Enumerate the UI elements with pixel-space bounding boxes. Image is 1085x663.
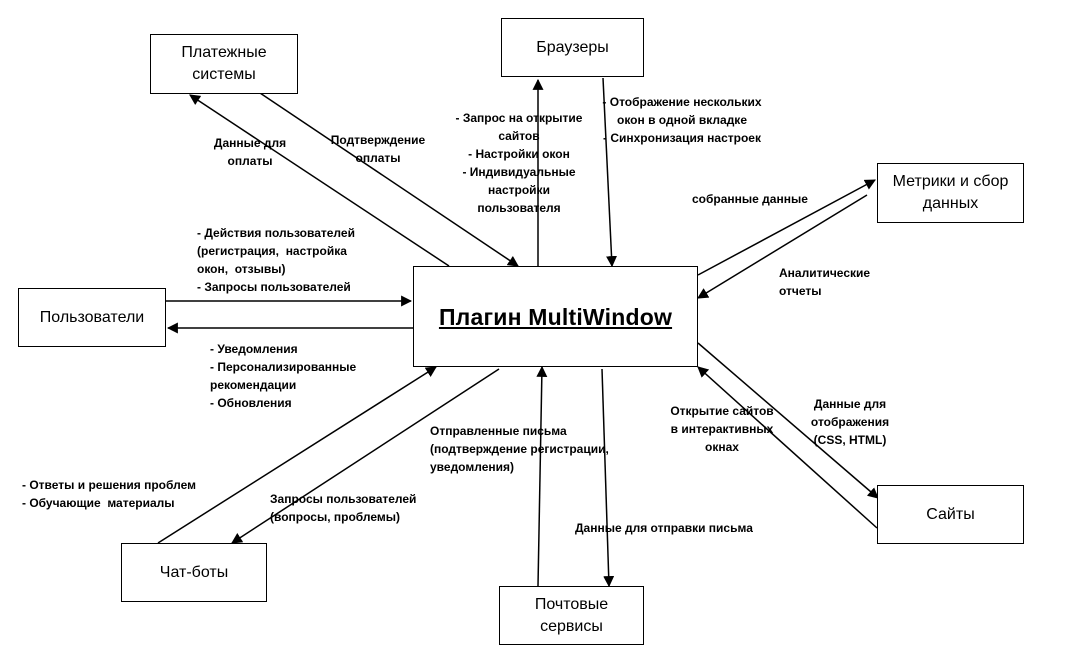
flow-label-browser-request: - Запрос на открытие сайтов - Настройки … <box>455 111 583 215</box>
entity-mail-services-label: Почтовые сервисы <box>534 595 609 635</box>
flow-label-chat-answers: - Ответы и решения проблем - Обучающие м… <box>22 478 196 510</box>
arrow-payment-data <box>189 94 450 267</box>
entity-users-label: Пользователи <box>39 308 145 326</box>
flow-label-user-notifications: - Уведомления - Персонализированные реко… <box>210 342 357 410</box>
flow-label-analytic-reports: Аналитические отчеты <box>779 266 871 298</box>
entity-metrics-label: Метрики и сбор данных <box>892 173 1009 212</box>
flow-label-payment-confirm: Подтверждение оплаты <box>330 133 426 165</box>
entity-sites-label: Сайты <box>926 505 975 523</box>
arrow-mail-data <box>601 368 615 588</box>
entity-browsers-label: Браузеры <box>536 38 609 56</box>
entity-users: Пользователи <box>18 288 166 347</box>
central-plugin-label: Плагин MultiWindow <box>438 303 673 330</box>
arrow-collected-data <box>697 179 876 276</box>
flow-label-sent-letters: Отправленные письма (подтверждение регис… <box>430 424 609 474</box>
flow-label-open-sites: Открытие сайтов в интерактивных окнах <box>670 404 774 454</box>
flow-label-chat-requests: Запросы пользователей (вопросы, проблемы… <box>270 492 417 524</box>
arrow-analytic-reports <box>697 194 868 299</box>
arrow-browser-display <box>602 77 618 268</box>
arrow-chat-answers <box>157 366 437 544</box>
entity-mail-services: Почтовые сервисы <box>499 586 644 645</box>
flow-label-display-data: Данные для отображения (CSS, HTML) <box>810 397 890 447</box>
arrow-display-data <box>697 342 879 499</box>
entity-sites: Сайты <box>877 485 1024 544</box>
entity-browsers: Браузеры <box>501 18 644 77</box>
flow-label-collected-data: собранные данные <box>692 192 808 206</box>
arrow-payment-confirm <box>259 92 519 267</box>
entity-payment-systems: Платежные системы <box>150 34 298 94</box>
entity-metrics: Метрики и сбор данных <box>877 163 1024 223</box>
entity-payment-systems-label: Платежные системы <box>181 44 267 83</box>
flow-label-user-actions: - Действия пользователей (регистрация, н… <box>197 226 355 294</box>
entity-chatbots-label: Чат-боты <box>159 563 229 581</box>
arrow-sent-letters <box>536 365 548 587</box>
flow-label-browser-display: - Отображение нескольких окон в одной вк… <box>602 95 762 145</box>
flow-label-mail-data: Данные для отправки письма <box>575 521 753 535</box>
entity-chatbots: Чат-боты <box>121 543 267 602</box>
flow-label-payment-data: Данные для оплаты <box>213 136 287 168</box>
arrow-open-sites <box>697 366 878 529</box>
central-plugin: Плагин MultiWindow <box>413 266 698 367</box>
arrow-chat-requests <box>231 368 500 544</box>
